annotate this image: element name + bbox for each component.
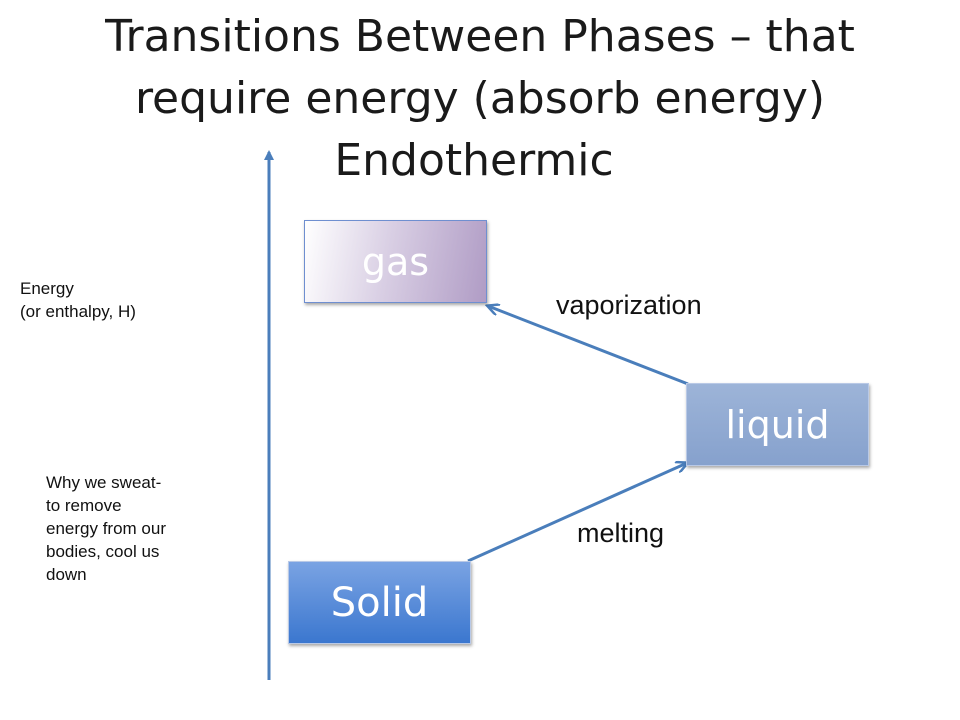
gas-phase-box: gas: [304, 220, 487, 303]
energy-axis-label: Energy (or enthalpy, H): [20, 277, 136, 323]
title-line-3: Endothermic: [334, 135, 614, 186]
sweat-note-line2: to remove: [46, 496, 122, 515]
sweat-note-line3: energy from our: [46, 519, 166, 538]
energy-axis-label-line2: (or enthalpy, H): [20, 302, 136, 321]
sweat-note-line5: down: [46, 565, 87, 584]
solid-phase-box: Solid: [288, 561, 471, 644]
vaporization-arrow: [488, 306, 689, 386]
sweat-note-line1: Why we sweat-: [46, 473, 162, 492]
slide-title: Transitions Between Phases – that requir…: [0, 6, 960, 192]
title-line-2: require energy (absorb energy): [134, 73, 826, 124]
energy-axis-label-line1: Energy: [20, 279, 74, 298]
sweat-note: Why we sweat- to remove energy from our …: [46, 471, 226, 586]
melting-label: melting: [577, 518, 665, 548]
sweat-note-line4: bodies, cool us: [46, 542, 160, 561]
vaporization-label: vaporization: [556, 290, 702, 320]
liquid-phase-box: liquid: [686, 383, 869, 466]
title-line-1: Transitions Between Phases – that: [105, 11, 855, 62]
melting-arrow: [467, 463, 687, 563]
